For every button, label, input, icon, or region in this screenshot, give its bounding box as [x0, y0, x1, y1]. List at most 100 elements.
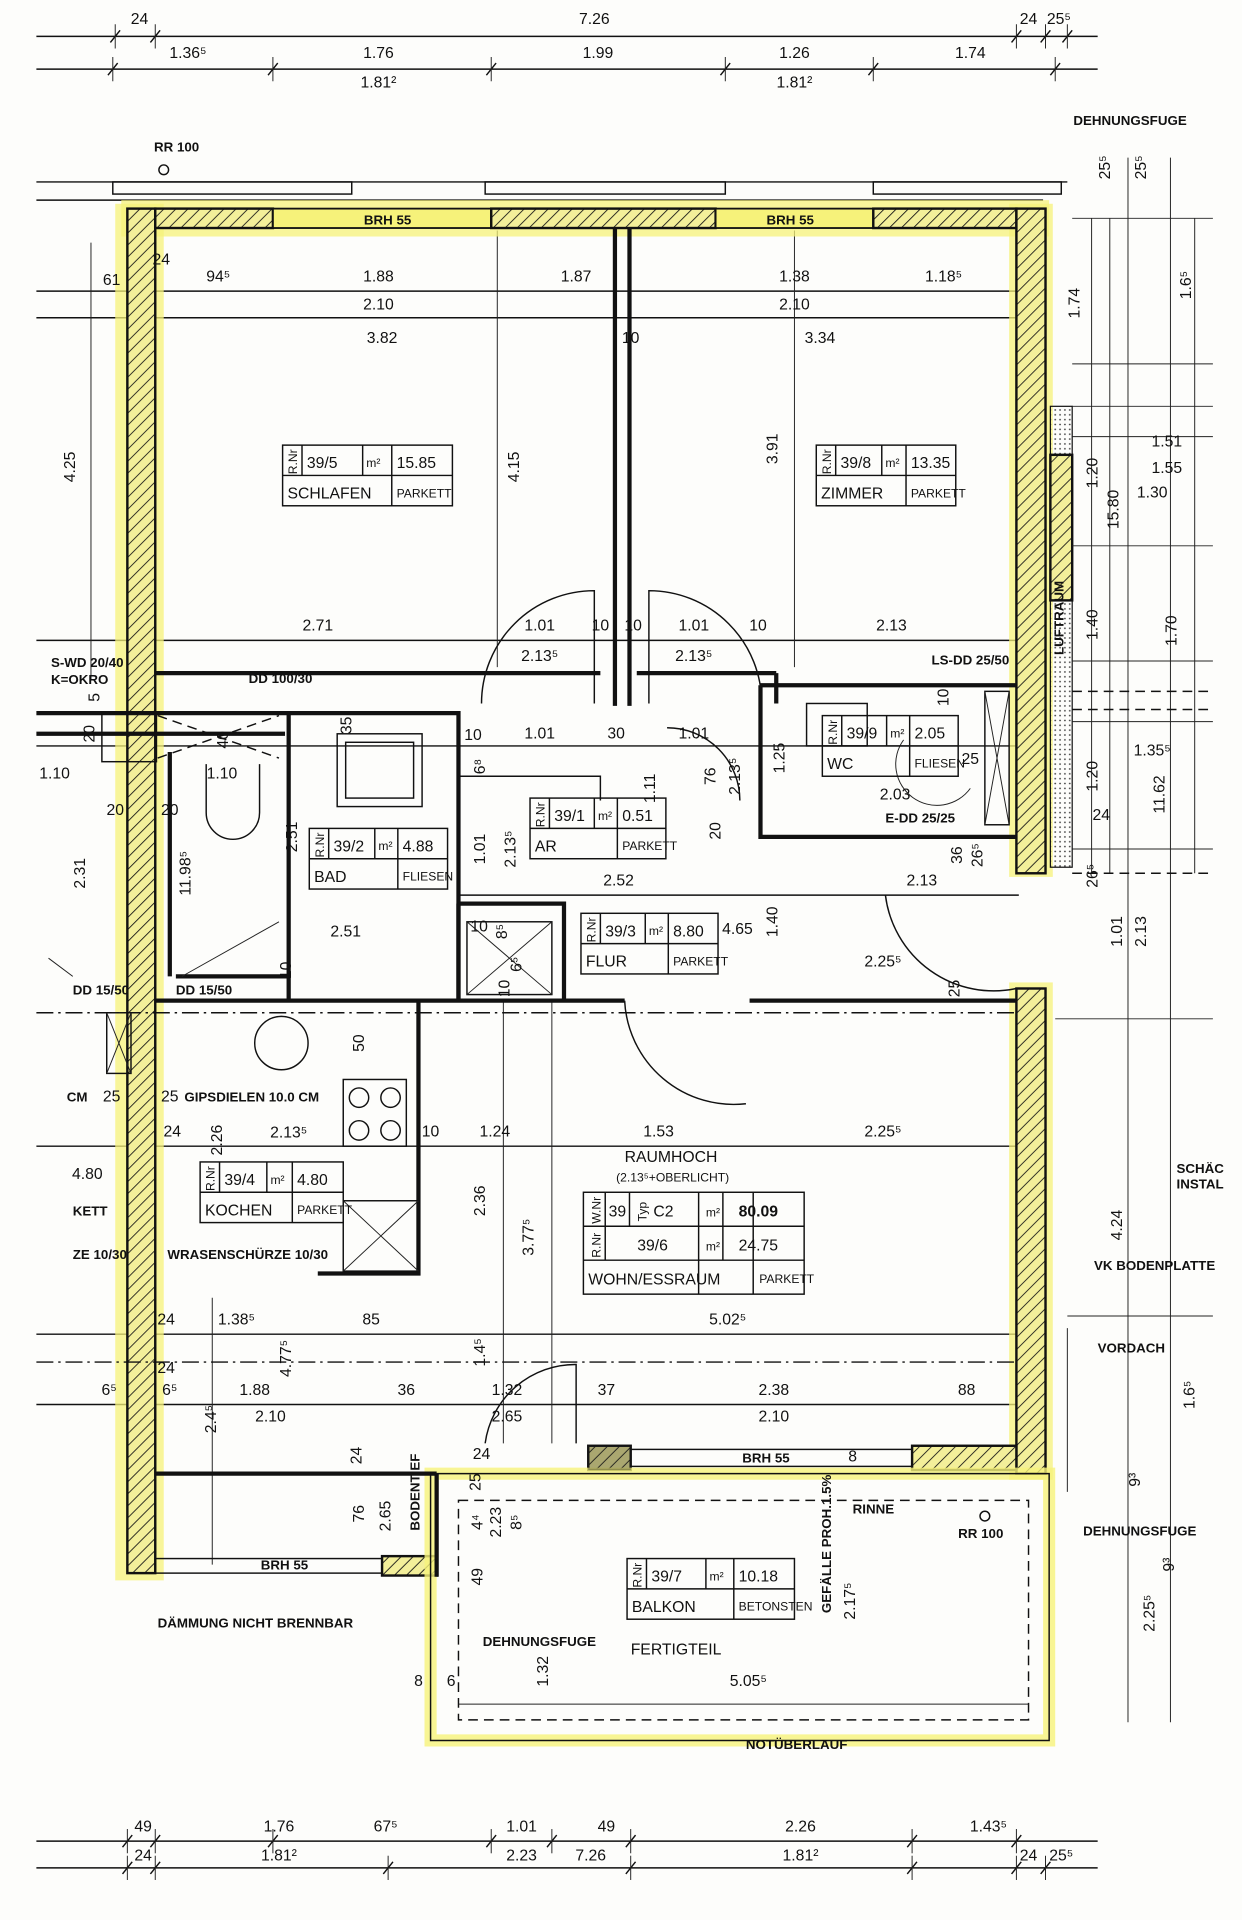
room-floor: FLIESEN: [403, 870, 453, 884]
annotation-text: DEHNUNGSFUGE: [1073, 113, 1186, 128]
dimension-label: 20: [82, 725, 99, 743]
dimension-label: 10: [624, 618, 642, 635]
room-number-label: R.Nr: [585, 918, 599, 943]
dimension-label: 2.13: [906, 872, 937, 889]
room-area: 2.05: [915, 726, 946, 743]
dimension-label: 37: [598, 1382, 616, 1399]
dimension-label: 4.25: [62, 451, 79, 482]
dimension-label: 8⁵: [509, 1515, 526, 1530]
dimension-label: 24: [157, 1360, 175, 1377]
annotation-text: CM: [67, 1089, 88, 1104]
dimension-label: 8: [414, 1673, 423, 1690]
dimension-label: 25: [946, 980, 963, 998]
annotation-text: RINNE: [853, 1502, 895, 1517]
room-floor: PARKETT: [397, 486, 453, 500]
annotation-text: BODENTIEF: [408, 1454, 423, 1531]
dimension-label: 2.65: [378, 1501, 395, 1532]
dimension-label: 49: [598, 1818, 616, 1835]
dimension-label: 1.53: [643, 1123, 674, 1140]
dimension-label: 10: [622, 330, 640, 347]
annotation-text: NOTÜBERLAUF: [746, 1737, 847, 1752]
room-number-label: R.Nr: [826, 720, 840, 745]
dimension-label: 2.52: [603, 872, 634, 889]
dimension-label: 10: [935, 688, 952, 706]
dimension-label: 5.05⁵: [730, 1673, 767, 1690]
dimension-label: 3.34: [805, 330, 836, 347]
annotation-text: K=OKRO: [51, 672, 108, 687]
room-number-label: R.Nr: [286, 449, 300, 474]
annotation-text: BRH 55: [767, 212, 815, 227]
room-number: 39/5: [307, 455, 338, 472]
room-number-label: R.Nr: [631, 1563, 645, 1588]
dimension-label: 4.65: [722, 921, 753, 938]
dimension-label: 2.26: [785, 1818, 816, 1835]
dimension-label: 25⁵: [1047, 11, 1071, 28]
room-number-label: R.Nr: [204, 1166, 218, 1191]
dimension-label: 1.01: [472, 834, 489, 865]
dimension-label: 2.38: [758, 1382, 789, 1399]
dimension-label: 2.25⁵: [864, 1123, 901, 1140]
dimension-label: 8⁵: [494, 924, 511, 939]
typ-label: Typ: [635, 1202, 649, 1222]
dimension-label: 40: [215, 731, 232, 749]
dimension-label: 88: [958, 1382, 976, 1399]
room-number-label: R.Nr: [534, 802, 548, 827]
annotation-text: RAUMHOCH: [625, 1149, 718, 1166]
dimension-label: 10: [496, 980, 513, 998]
dimension-label: 1.70: [1164, 615, 1181, 646]
dimension-label: 2.10: [255, 1409, 286, 1426]
dimension-label: 2.13: [876, 618, 907, 635]
dimension-label: 2.71: [302, 618, 333, 635]
dimension-label: 1.32: [535, 1656, 552, 1687]
dimension-label: 1.74: [1066, 288, 1083, 319]
dimension-label: 26⁵: [969, 843, 986, 867]
dimension-label: 24: [348, 1446, 365, 1464]
dimension-label: 9³: [1127, 1473, 1144, 1487]
dimension-label: 1.87: [561, 268, 592, 285]
dimension-label: 2.13: [1133, 916, 1150, 947]
room-area: 13.35: [911, 455, 951, 472]
annotation-text: DD 15/50: [73, 983, 129, 998]
dimension-label: 1.6⁵: [1178, 271, 1195, 299]
dimension-label: 1.20: [1085, 761, 1102, 792]
annotation-text: E-DD 25/25: [885, 810, 955, 825]
dimension-label: 50: [351, 1034, 368, 1052]
area-unit: m²: [598, 809, 612, 823]
dimension-label: 10: [749, 618, 767, 635]
room-name: BAD: [314, 869, 346, 886]
annotation-text: RR 100: [154, 140, 199, 155]
dimension-label: 1.88: [363, 268, 394, 285]
dimension-label: 7.26: [579, 11, 610, 28]
dimension-label: 15.80: [1105, 489, 1122, 529]
dimension-label: 2.65: [492, 1409, 523, 1426]
room-number-label: R.Nr: [820, 449, 834, 474]
interior-walls: [36, 217, 1213, 1577]
dimension-label: 2.36: [472, 1185, 489, 1216]
dimension-label: 1.32: [492, 1382, 523, 1399]
room-area: 4.80: [297, 1172, 328, 1189]
room-name: ZIMMER: [821, 485, 883, 502]
dimension-label: 1.01: [506, 1818, 537, 1835]
dimension-label: 1.99: [583, 45, 614, 62]
dimension-label: 1.81²: [783, 1848, 819, 1865]
dimension-label: 1.38⁵: [218, 1311, 255, 1328]
exterior-walls: [115, 200, 1074, 1581]
annotation-text: ZE 10/30: [73, 1247, 127, 1262]
dimension-label: 1.18⁵: [925, 268, 962, 285]
dimension-label: 2.4⁵: [203, 1405, 220, 1433]
dimension-label: 24: [473, 1446, 491, 1463]
annotation-text: LUFTRAUM: [1052, 581, 1067, 655]
room-number-label: R.Nr: [313, 833, 327, 858]
dimension-label: 76: [351, 1505, 368, 1523]
area-unit: m²: [270, 1173, 284, 1187]
dimension-label: 3.82: [367, 330, 398, 347]
doors: [480, 589, 1017, 1471]
dimension-label: 1.51: [1151, 433, 1182, 450]
area-unit: m²: [710, 1569, 724, 1583]
dimension-label: 1.76: [264, 1818, 295, 1835]
dimension-label: 1.01: [524, 618, 555, 635]
